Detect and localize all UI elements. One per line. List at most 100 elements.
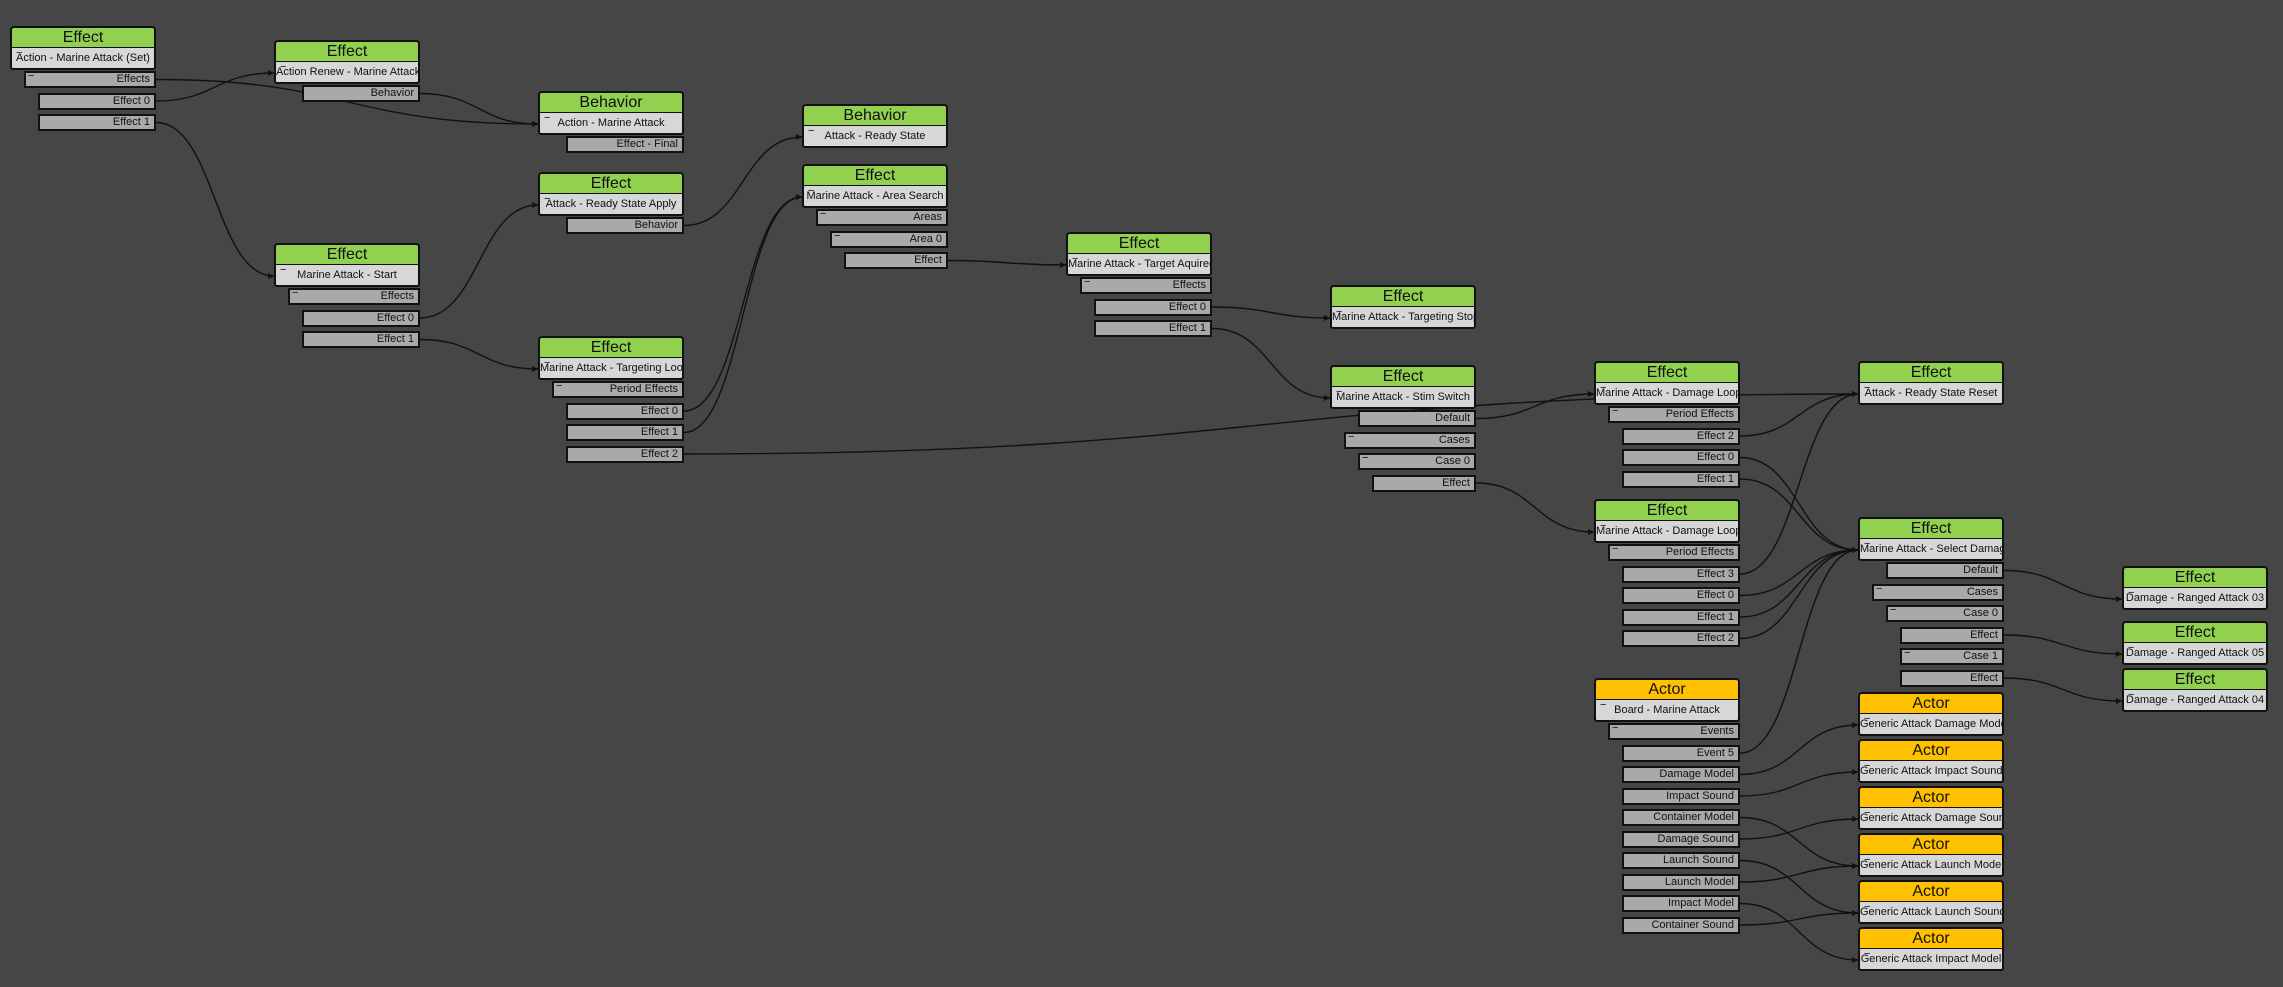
node-field[interactable]: Effect 2 [566, 445, 684, 463]
collapse-icon[interactable]: − [2128, 642, 2135, 654]
collapse-icon[interactable]: − [1336, 306, 1343, 318]
node-title[interactable]: −Marine Attack - Stim Switch [1330, 386, 1476, 409]
collapse-icon[interactable]: − [808, 185, 815, 197]
node-title[interactable]: −Generic Attack Impact Sound [1858, 760, 2004, 783]
collapse-icon[interactable]: − [16, 47, 23, 59]
node-field[interactable]: −Case 0 [1886, 605, 2004, 622]
effect-node[interactable]: Effect−Marine Attack - Start [274, 243, 420, 287]
actor-node[interactable]: Actor−Generic Attack Launch Model [1858, 833, 2004, 877]
collapse-icon[interactable]: − [1864, 901, 1871, 913]
node-field[interactable]: Effect 0 [1622, 587, 1740, 604]
node-field[interactable]: Launch Model [1622, 873, 1740, 891]
node-title[interactable]: −Action Renew - Marine Attack [274, 61, 420, 84]
node-field[interactable]: −Period Effects [1608, 406, 1740, 423]
node-field[interactable]: Effect 3 [1622, 565, 1740, 583]
collapse-icon[interactable]: − [1864, 854, 1871, 866]
collapse-icon[interactable]: − [1876, 583, 1883, 595]
effect-node[interactable]: Effect−Damage - Ranged Attack 05 [2122, 621, 2268, 665]
collapse-icon[interactable]: − [1348, 431, 1355, 443]
node-field[interactable]: Container Model [1622, 809, 1740, 826]
behavior-node[interactable]: Behavior−Attack - Ready State [802, 104, 948, 148]
node-field[interactable]: Effect 0 [302, 309, 420, 327]
node-title[interactable]: −Damage - Ranged Attack 03 [2122, 587, 2268, 610]
collapse-icon[interactable]: − [544, 193, 551, 205]
node-field[interactable]: Impact Sound [1622, 787, 1740, 805]
node-field[interactable]: −Cases [1344, 431, 1476, 449]
node-field[interactable]: Effect 0 [38, 92, 156, 110]
collapse-icon[interactable]: − [1362, 453, 1369, 464]
node-field[interactable]: Damage Model [1622, 766, 1740, 783]
node-field[interactable]: −Events [1608, 723, 1740, 740]
collapse-icon[interactable]: − [1084, 277, 1091, 288]
collapse-icon[interactable]: − [2128, 689, 2135, 701]
collapse-icon[interactable]: − [280, 61, 287, 73]
node-field[interactable]: −Case 1 [1900, 648, 2004, 665]
node-field[interactable]: Container Sound [1622, 916, 1740, 934]
node-title[interactable]: −Marine Attack - Select Damage [1858, 538, 2004, 561]
actor-node[interactable]: Actor−Generic Attack Launch Sound [1858, 880, 2004, 924]
node-field[interactable]: Event 5 [1622, 744, 1740, 762]
collapse-icon[interactable]: − [1904, 648, 1911, 659]
collapse-icon[interactable]: − [1864, 713, 1871, 725]
effect-node[interactable]: Effect−Marine Attack - Damage Loop 2 [1594, 361, 1740, 405]
collapse-icon[interactable]: − [556, 381, 563, 392]
node-field[interactable]: Default [1358, 410, 1476, 427]
node-field[interactable]: −Effects [1080, 277, 1212, 294]
effect-node[interactable]: Effect−Marine Attack - Area Search [802, 164, 948, 208]
node-title[interactable]: −Action - Marine Attack (Set) [10, 47, 156, 70]
collapse-icon[interactable]: − [2128, 587, 2135, 599]
collapse-icon[interactable]: − [820, 209, 827, 220]
node-field[interactable]: −Area 0 [830, 230, 948, 248]
node-field[interactable]: −Period Effects [1608, 544, 1740, 561]
node-title[interactable]: −Marine Attack - Targeting Stop [1330, 306, 1476, 329]
node-field[interactable]: −Period Effects [552, 381, 684, 398]
node-title[interactable]: −Marine Attack - Target Aquired [1066, 253, 1212, 276]
node-title[interactable]: −Generic Attack Damage Sound [1858, 807, 2004, 830]
node-title[interactable]: −Attack - Ready State Reset [1858, 382, 2004, 405]
node-field[interactable]: Effect 0 [1094, 298, 1212, 316]
collapse-icon[interactable]: − [1864, 948, 1871, 960]
collapse-icon[interactable]: − [808, 125, 815, 137]
collapse-icon[interactable]: − [834, 230, 841, 242]
effect-node[interactable]: Effect−Marine Attack - Stim Switch [1330, 365, 1476, 409]
node-title[interactable]: −Generic Attack Damage Model [1858, 713, 2004, 736]
node-field[interactable]: Effect [844, 252, 948, 269]
actor-node[interactable]: Actor−Generic Attack Damage Sound [1858, 786, 2004, 830]
node-field[interactable]: Effect 1 [566, 424, 684, 441]
node-field[interactable]: −Areas [816, 209, 948, 226]
collapse-icon[interactable]: − [1890, 605, 1897, 616]
effect-node[interactable]: Effect−Marine Attack - Damage Loop 1 [1594, 499, 1740, 543]
node-title[interactable]: −Marine Attack - Targeting Loop [538, 357, 684, 380]
node-field[interactable]: −Case 0 [1358, 453, 1476, 470]
node-field[interactable]: Launch Sound [1622, 852, 1740, 869]
node-field[interactable]: Effect - Final [566, 136, 684, 153]
node-field[interactable]: Effect [1900, 669, 2004, 687]
collapse-icon[interactable]: − [1600, 520, 1607, 532]
behavior-node[interactable]: Behavior−Action - Marine Attack [538, 91, 684, 135]
effect-node[interactable]: Effect−Attack - Ready State Reset [1858, 361, 2004, 405]
node-field[interactable]: Effect 1 [1094, 320, 1212, 337]
node-title[interactable]: −Marine Attack - Start [274, 264, 420, 287]
actor-node[interactable]: Actor−Generic Attack Impact Sound [1858, 739, 2004, 783]
node-field[interactable]: Effect 1 [302, 331, 420, 348]
node-field[interactable]: Effect [1372, 474, 1476, 492]
node-field[interactable]: Impact Model [1622, 895, 1740, 912]
collapse-icon[interactable]: − [1336, 386, 1343, 398]
node-field[interactable]: −Effects [288, 288, 420, 305]
node-field[interactable]: Effect 0 [1622, 449, 1740, 466]
actor-node[interactable]: Actor−Board - Marine Attack [1594, 678, 1740, 722]
node-title[interactable]: −Attack - Ready State [802, 125, 948, 148]
collapse-icon[interactable]: − [1072, 253, 1079, 265]
collapse-icon[interactable]: − [1864, 760, 1871, 772]
effect-node[interactable]: Effect−Damage - Ranged Attack 04 [2122, 668, 2268, 712]
effect-node[interactable]: Effect−Action - Marine Attack (Set) [10, 26, 156, 70]
node-field[interactable]: Behavior [302, 85, 420, 102]
node-field[interactable]: Behavior [566, 217, 684, 234]
node-title[interactable]: −Attack - Ready State Apply [538, 193, 684, 216]
collapse-icon[interactable]: − [1864, 382, 1871, 394]
node-field[interactable]: −Cases [1872, 583, 2004, 601]
node-field[interactable]: Effect 0 [566, 402, 684, 420]
node-title[interactable]: −Generic Attack Launch Model [1858, 854, 2004, 877]
actor-node[interactable]: Actor−Generic Attack Impact Model [1858, 927, 2004, 971]
